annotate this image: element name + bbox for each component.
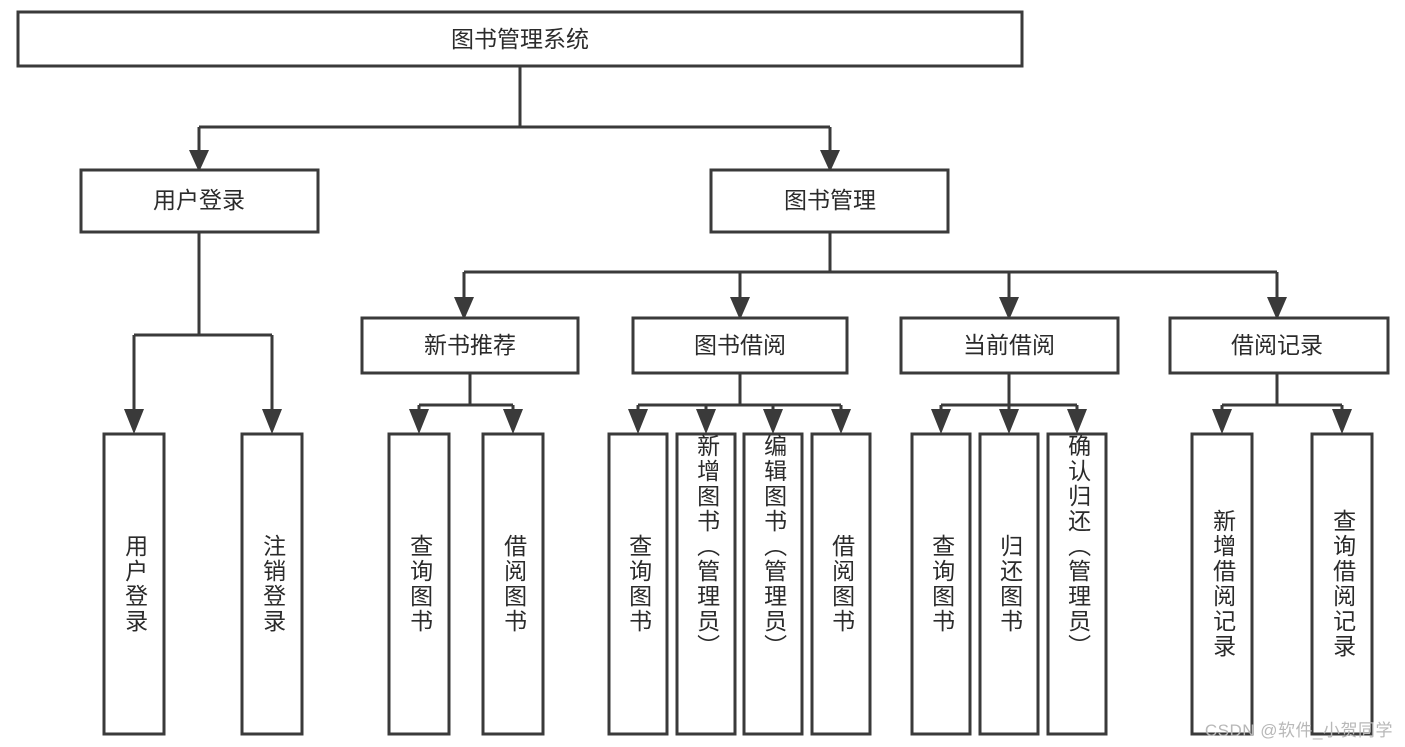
leaf-box-currentborrow-confirm[interactable]	[1046, 432, 1108, 736]
arrow-newbook-c1	[409, 409, 429, 434]
connector-group-currentborrow	[931, 373, 1087, 434]
arrow-userlogin-c1	[124, 409, 144, 434]
leaf-box-newbook-query[interactable]	[387, 432, 451, 736]
leaf-box-borrowrecord-add[interactable]	[1190, 432, 1254, 736]
leaf-box-newbook-borrow[interactable]	[481, 432, 545, 736]
node-label-user-login: 用户登录	[153, 187, 245, 213]
node-label-borrow-record: 借阅记录	[1231, 332, 1323, 358]
arrow-root-to-bookmgmt	[820, 150, 840, 172]
node-box-root[interactable]	[16, 10, 1024, 68]
arrow-bookborrow-c4	[831, 409, 851, 434]
arrow-userlogin-c2	[262, 409, 282, 434]
node-label-root: 图书管理系统	[451, 26, 589, 52]
connector-group-borrowrecord	[1212, 373, 1352, 434]
arrow-bookborrow-c1	[628, 409, 648, 434]
connector-group-bookborrow	[628, 373, 851, 434]
connector-group-root	[189, 66, 840, 172]
arrow-bookmgmt-to-currentborrow	[999, 297, 1019, 320]
arrow-bookborrow-c2	[696, 409, 716, 434]
leaf-box-user-login-login[interactable]	[102, 432, 166, 736]
arrow-currentborrow-c3	[1067, 409, 1087, 434]
leaf-box-borrowrecord-query[interactable]	[1310, 432, 1374, 736]
arrow-bookborrow-c3	[763, 409, 783, 434]
node-box-book-borrow[interactable]	[631, 316, 849, 375]
arrow-currentborrow-c2	[999, 409, 1019, 434]
node-box-current-borrow[interactable]	[899, 316, 1120, 375]
leaf-box-bookborrow-lend[interactable]	[810, 432, 872, 736]
connector-group-userlogin	[124, 232, 282, 434]
arrow-newbook-c2	[503, 409, 523, 434]
node-label-current-borrow: 当前借阅	[963, 332, 1055, 358]
arrow-borrowrecord-c2	[1332, 409, 1352, 434]
watermark: CSDN @软件_小贺同学	[1204, 721, 1393, 740]
node-box-new-book-recommend[interactable]	[360, 316, 580, 375]
leaf-box-user-login-logout[interactable]	[240, 432, 304, 736]
node-label-new-book-recommend: 新书推荐	[424, 332, 516, 358]
node-box-user-login[interactable]	[79, 168, 320, 234]
leaf-box-currentborrow-query[interactable]	[910, 432, 972, 736]
arrow-currentborrow-c1	[931, 409, 951, 434]
node-label-book-management: 图书管理	[784, 187, 876, 213]
arrow-root-to-userlogin	[189, 150, 209, 172]
leaf-box-bookborrow-query[interactable]	[607, 432, 669, 736]
arrow-borrowrecord-c1	[1212, 409, 1232, 434]
arrow-bookmgmt-to-bookborrow	[730, 297, 750, 320]
node-box-borrow-record[interactable]	[1168, 316, 1390, 375]
arrow-bookmgmt-to-newbook	[454, 297, 474, 320]
connector-group-newbook	[409, 373, 523, 434]
connector-group-bookmgmt	[454, 232, 1287, 320]
leaf-box-currentborrow-return[interactable]	[978, 432, 1040, 736]
node-box-book-management[interactable]	[709, 168, 950, 234]
leaf-box-bookborrow-edit[interactable]	[742, 432, 804, 736]
leaf-box-bookborrow-add[interactable]	[675, 432, 737, 736]
arrow-bookmgmt-to-borrowrecord	[1267, 297, 1287, 320]
node-label-book-borrow: 图书借阅	[694, 332, 786, 358]
